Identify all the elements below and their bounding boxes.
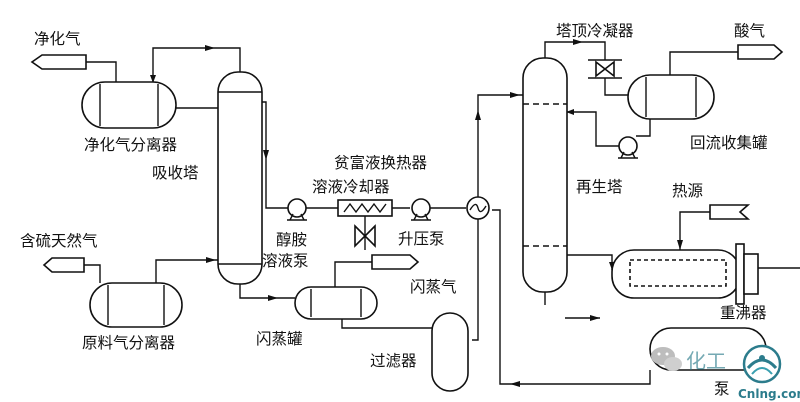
absorber-label: 吸收塔 [152, 164, 199, 182]
flash-gas-label: 闪蒸气 [410, 278, 457, 296]
flash-tank-label: 闪蒸罐 [256, 330, 303, 348]
watermark-site: Cnlng.com [738, 387, 800, 401]
heat-source-flag-icon [709, 204, 751, 220]
feed-gas-flag-icon [42, 257, 85, 273]
wechat-icon [651, 347, 682, 371]
partial-tank-label: 泵 [714, 380, 730, 398]
booster-pump-label: 升压泵 [398, 230, 445, 248]
regenerator-label: 再生塔 [576, 178, 623, 196]
sour-gas-label: 含硫天然气 [20, 232, 98, 250]
acid-gas-label: 酸气 [734, 22, 765, 40]
cnlng-logo-icon [742, 344, 782, 384]
clean-gas-flag-icon [30, 54, 87, 70]
rich-lean-exchanger-icon [466, 196, 490, 220]
cooler-fan-icon [354, 224, 376, 250]
flow-arrows [150, 39, 683, 387]
reboiler-label: 重沸器 [720, 304, 767, 322]
reboiler [611, 243, 759, 305]
reflux-drum-label: 回流收集罐 [690, 134, 768, 152]
rich-lean-exchanger-label: 贫富液换热器 [334, 154, 428, 172]
clean-gas-label: 净化气 [34, 30, 81, 48]
flash-tank [294, 286, 378, 320]
amine-pump-label-2: 溶液泵 [262, 252, 309, 270]
acid-gas-flag-icon [737, 44, 784, 60]
clean-gas-separator [81, 81, 177, 129]
flash-gas-flag-icon [371, 254, 420, 270]
diagram-labels: 净化气 净化气分离器 吸收塔 贫富液换热器 溶液冷却器 醇胺 溶液泵 升压泵 含… [20, 22, 768, 398]
reflux-drum [627, 74, 715, 120]
regenerator-column [522, 57, 568, 293]
watermark-text: 化工 [686, 349, 726, 373]
heat-source-label: 热源 [672, 182, 703, 200]
filter-label: 过滤器 [370, 352, 417, 370]
feed-gas-separator-label: 原料气分离器 [82, 334, 176, 352]
solution-cooler-icon [337, 199, 393, 217]
amine-pump-icon [287, 198, 307, 221]
solution-cooler-label: 溶液冷却器 [312, 178, 390, 196]
filter-vessel [431, 312, 469, 392]
condenser-fan-icon [588, 59, 622, 79]
clean-gas-separator-label: 净化气分离器 [84, 136, 178, 154]
watermark: 化工 Cnlng.com [651, 344, 800, 401]
feed-gas-separator [89, 282, 183, 328]
absorber-column [217, 71, 263, 285]
amine-pump-label-1: 醇胺 [276, 231, 307, 249]
booster-pump-icon [411, 198, 431, 221]
reflux-pump-icon [618, 136, 638, 159]
condenser-label: 塔顶冷凝器 [556, 22, 634, 40]
